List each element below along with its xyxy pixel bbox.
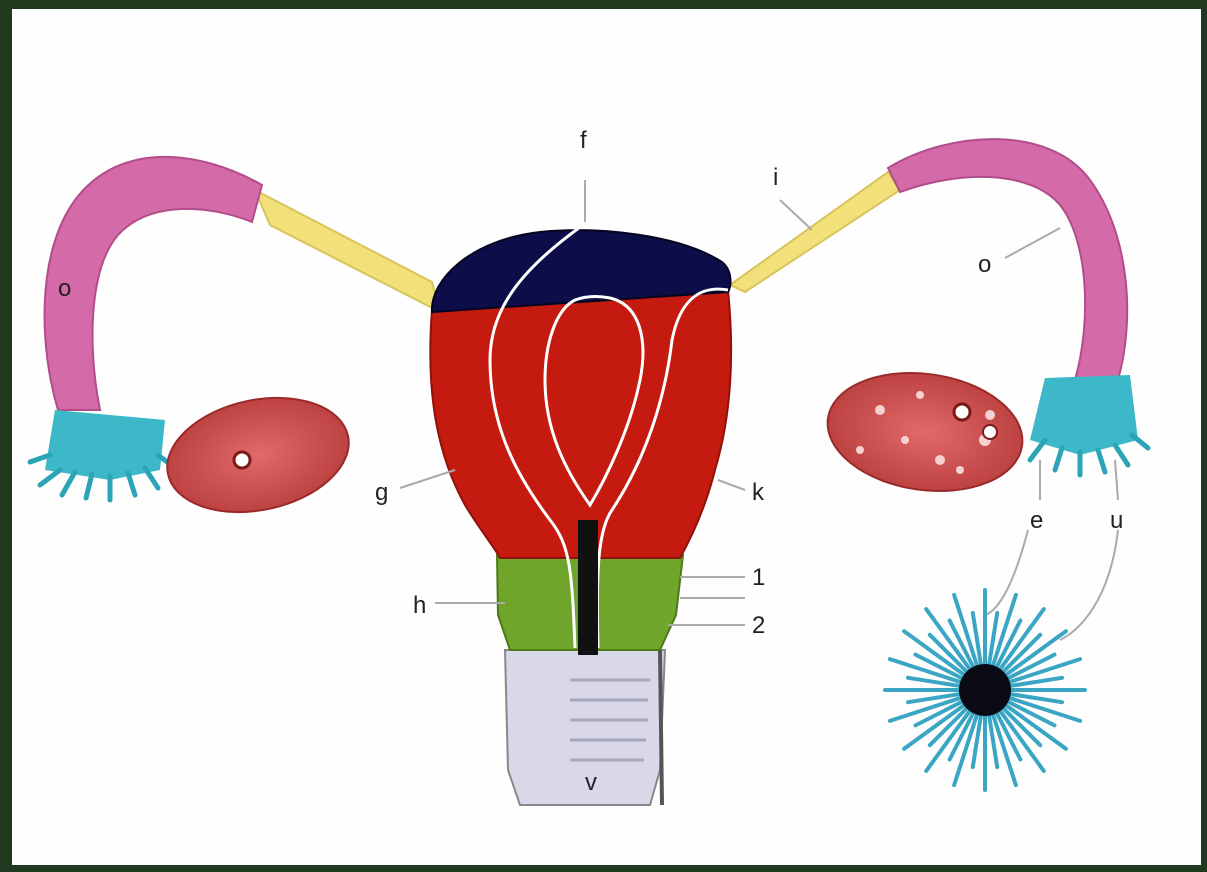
label-v: v	[585, 769, 597, 796]
right-fimbriae	[1030, 375, 1148, 475]
vagina-right-wall	[660, 650, 662, 805]
label-o-right: o	[978, 251, 991, 278]
left-ovary	[157, 382, 360, 528]
label-2: 2	[752, 612, 765, 639]
left-ovary-follicle	[234, 452, 250, 468]
right-ovary	[820, 361, 1030, 503]
ovum-core	[959, 664, 1011, 716]
ovum	[885, 590, 1085, 790]
left-fimbriae	[30, 410, 175, 500]
label-1: 1	[752, 564, 765, 591]
label-o-left: o	[58, 275, 71, 302]
cervical-canal	[578, 520, 598, 655]
left-ovarian-ligament	[255, 190, 440, 312]
label-k: k	[752, 479, 765, 506]
label-u: u	[1110, 507, 1123, 534]
right-ovary-follicle-2	[983, 425, 997, 439]
label-g: g	[375, 479, 388, 506]
right-fallopian-tube	[888, 139, 1127, 380]
label-i: i	[773, 164, 778, 191]
label-h: h	[413, 592, 426, 619]
label-e: e	[1030, 507, 1043, 534]
right-ovarian-ligament	[730, 172, 900, 292]
uterus-body	[430, 290, 731, 558]
label-f: f	[580, 127, 587, 154]
right-ovary-follicle-main	[954, 404, 970, 420]
left-fallopian-tube	[45, 157, 262, 410]
